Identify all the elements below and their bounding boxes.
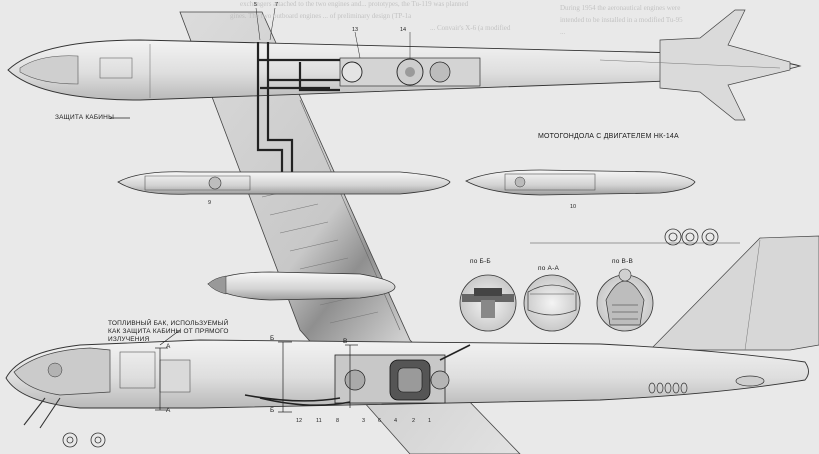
engine-nacelle-lower: [207, 271, 396, 301]
marker-a-top: А: [166, 343, 171, 350]
callout-4: 4: [394, 418, 398, 424]
label-section-vv: по В-В: [612, 258, 633, 265]
engine-nacelle-right: [465, 169, 696, 196]
marker-v-top: В: [343, 338, 348, 345]
bg-text-1: exchangers attached to the two engines a…: [240, 0, 469, 8]
callout-5: 5: [254, 2, 258, 8]
callout-10: 10: [570, 204, 577, 210]
label-fuel-tank-3: ИЗЛУЧЕНИЯ: [108, 336, 150, 343]
bg-text-2: gines. The two outboard engines ... of p…: [230, 12, 412, 20]
label-fuel-tank-2: КАК ЗАЩИТА КАБИНЫ ОТ ПРЯМОГО: [108, 328, 229, 335]
label-fuel-tank-1: ТОПЛИВНЫЙ БАК, ИСПОЛЬЗУЕМЫЙ: [108, 320, 229, 327]
callout-11: 11: [316, 418, 322, 424]
landing-gear-wheels-bottom: [62, 432, 106, 448]
callout-13: 13: [352, 27, 359, 33]
callout-7: 7: [275, 2, 279, 8]
engine-nacelle-left: [117, 171, 451, 195]
callout-3: 3: [362, 418, 366, 424]
marker-b-bottom: Б: [270, 407, 275, 414]
section-cut-markers: [110, 117, 358, 413]
marker-a-bottom: А: [166, 407, 171, 414]
callout-9: 9: [208, 200, 212, 206]
callout-14: 14: [400, 27, 407, 33]
bg-text-6: ...: [560, 28, 566, 36]
marker-b-top: Б: [270, 335, 275, 342]
label-section-aa: по А-А: [538, 265, 559, 272]
label-engine-nacelle: МОТОГОНДОЛА С ДВИГАТЕЛЕМ НК-14А: [538, 133, 679, 140]
callout-8: 8: [336, 418, 340, 424]
callout-1: 1: [428, 418, 432, 424]
label-section-bb: по Б-Б: [470, 258, 491, 265]
callout-12: 12: [296, 418, 303, 424]
callout-6: 6: [378, 418, 382, 424]
landing-gear-wheels-top: [664, 228, 719, 246]
bg-text-3: ... Convair's X-6 (a modified: [430, 24, 511, 32]
section-view-bb: [459, 274, 517, 332]
bg-text-4: During 1954 the aeronautical engines wer…: [560, 4, 681, 12]
label-crew-protection: ЗАЩИТА КАБИНЫ: [55, 114, 115, 121]
bg-text-5: intended to be installed in a modified T…: [560, 16, 683, 24]
section-view-aa: [523, 274, 581, 332]
callout-leaders: [255, 7, 411, 59]
callout-2: 2: [412, 418, 416, 424]
top-fuselage: [7, 9, 802, 190]
section-view-vv: [596, 268, 654, 332]
vertical-tail: [649, 235, 819, 351]
